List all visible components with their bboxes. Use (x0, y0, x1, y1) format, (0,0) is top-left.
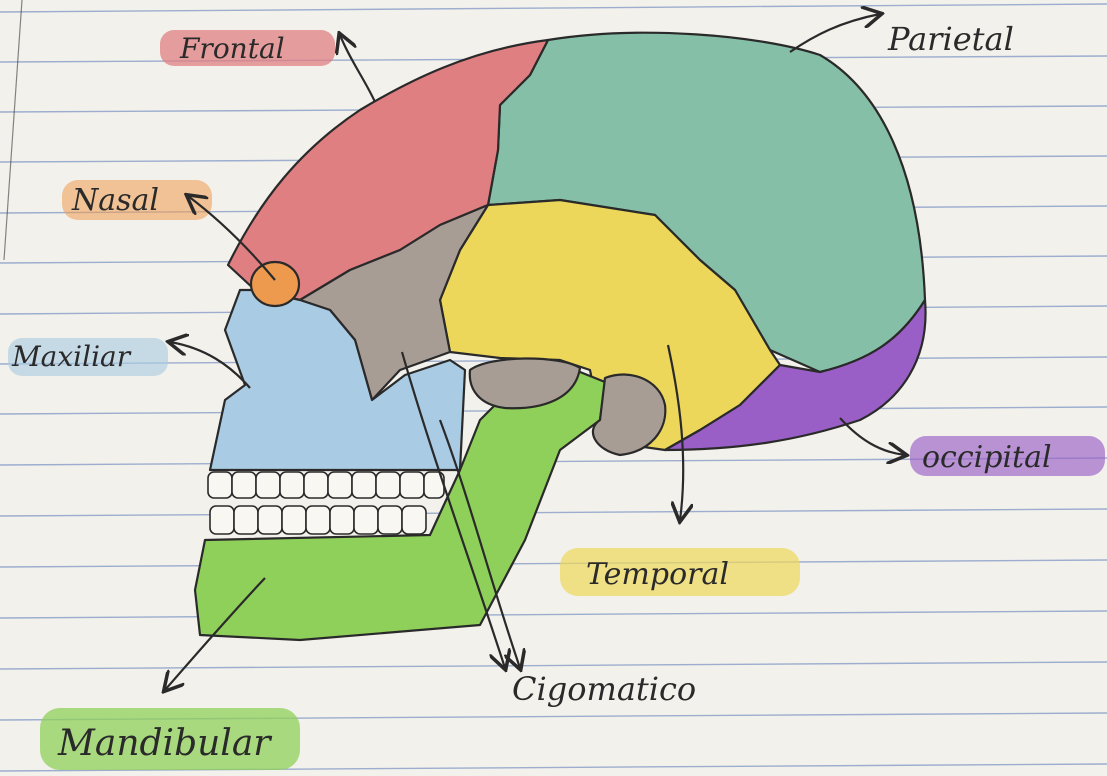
nasal-label: Nasal (71, 183, 159, 218)
temporal-label: Temporal (586, 557, 729, 592)
occipital-label: occipital (922, 440, 1052, 475)
parietal-arrow (790, 14, 880, 52)
cigomatico-label: Cigomatico (512, 670, 696, 708)
frontal-label: Frontal (179, 32, 285, 65)
maxiliar-label: Maxiliar (11, 340, 132, 373)
parietal-label: Parietal (887, 20, 1014, 58)
frontal-arrow (340, 35, 375, 102)
nasal-bone (251, 262, 299, 306)
mandibular-label: Mandibular (57, 723, 272, 764)
teeth (208, 472, 444, 534)
